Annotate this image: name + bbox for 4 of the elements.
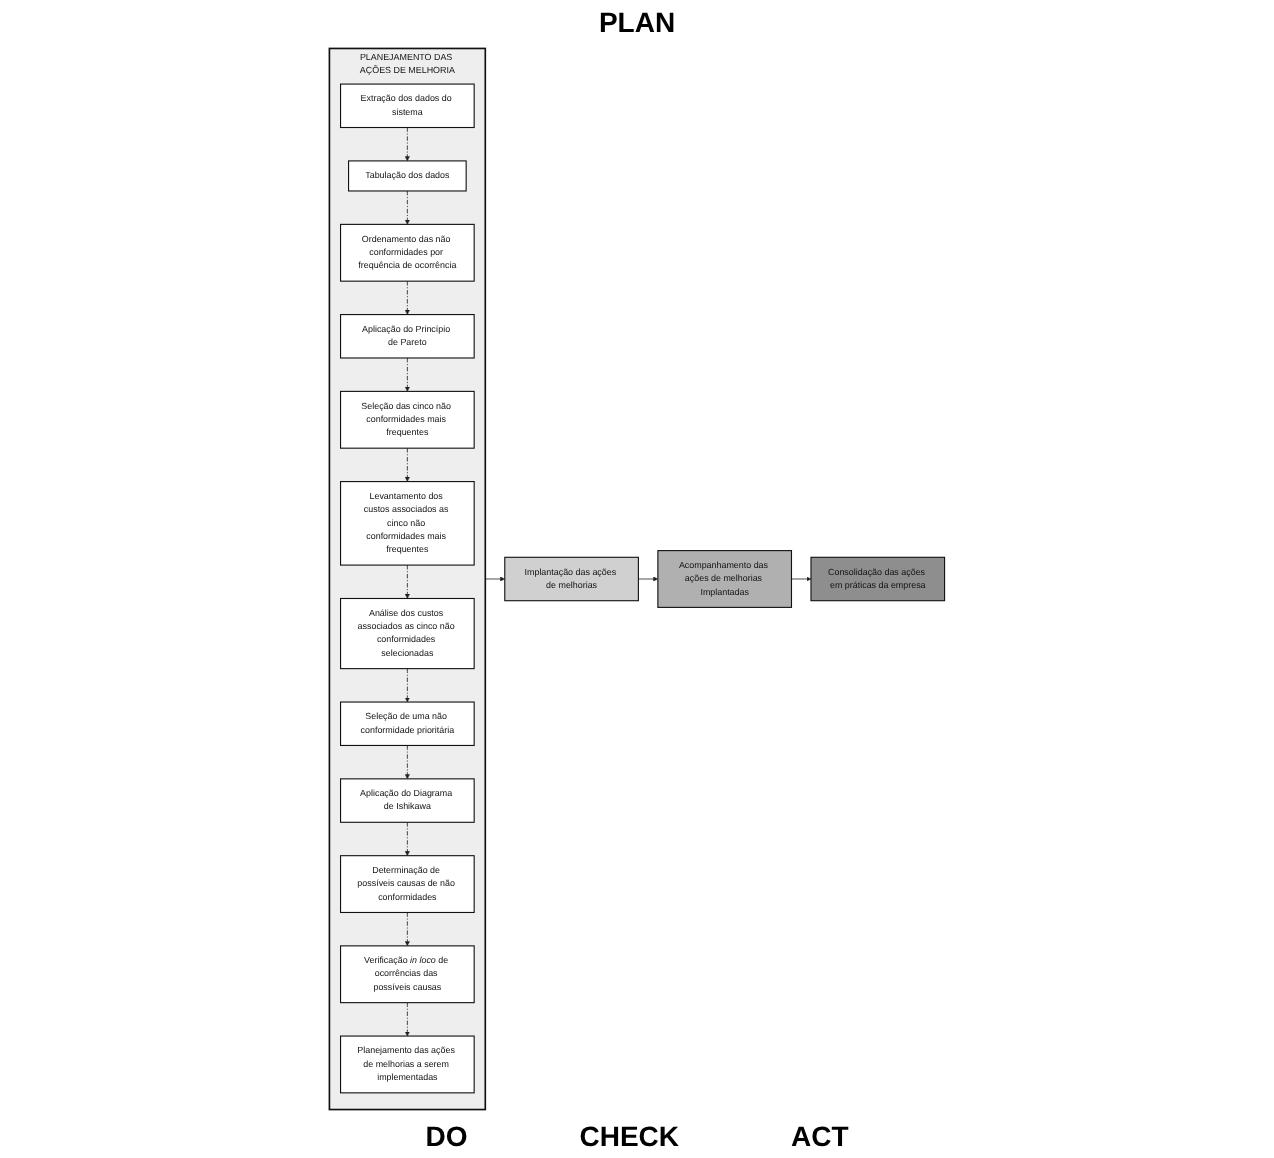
phase-label: PLAN	[598, 6, 676, 38]
phase-label: DO	[425, 1120, 468, 1152]
phase-label: ACT	[791, 1120, 849, 1152]
phase-label: CHECK	[579, 1120, 679, 1152]
